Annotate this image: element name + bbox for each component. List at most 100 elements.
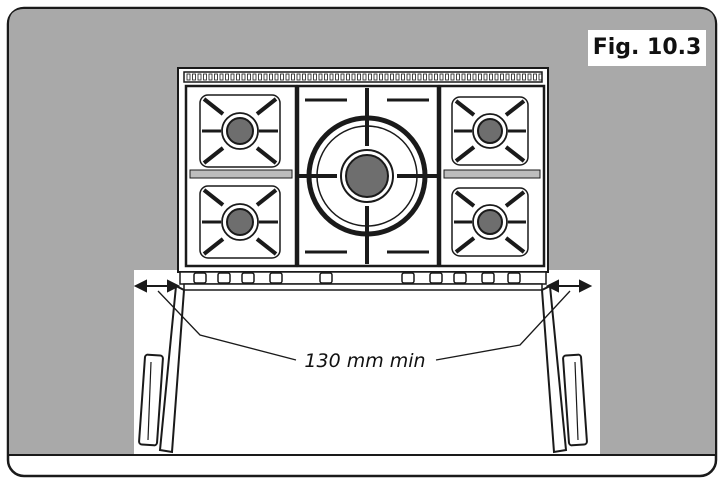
pan-support-arm xyxy=(202,146,225,165)
vent-slot xyxy=(511,73,515,81)
burner-left-rear xyxy=(199,94,281,168)
right-door-handle xyxy=(562,353,588,447)
vent-slot xyxy=(434,73,438,81)
pan-support-arm xyxy=(504,190,526,208)
burner-pan-support xyxy=(451,187,529,257)
vent-slot xyxy=(406,73,411,81)
left-grate-divider xyxy=(189,169,293,179)
pan-support-arm xyxy=(454,99,476,117)
vent-slot xyxy=(384,73,389,81)
vent-slot xyxy=(472,73,477,81)
burner-pan-support xyxy=(199,185,281,259)
vent-slot xyxy=(461,73,466,81)
vent-slot xyxy=(203,73,207,81)
left-handle-inner xyxy=(147,361,152,441)
burners xyxy=(199,88,529,264)
towel-rail xyxy=(183,283,543,291)
left-clearance-arrow xyxy=(133,279,181,293)
vent-slot xyxy=(439,73,444,81)
pan-support-arm xyxy=(454,236,476,254)
vent-slot xyxy=(258,73,262,81)
vent-slot xyxy=(538,73,543,81)
pan-support-arm xyxy=(202,237,225,256)
pan-support-arm xyxy=(255,188,278,207)
figure-label: Fig. 10.3 xyxy=(588,30,706,66)
burner-left-front xyxy=(199,185,281,259)
control-knob xyxy=(319,272,333,284)
left-leader-line xyxy=(157,290,297,361)
vent-slot xyxy=(533,73,537,81)
vent-slot xyxy=(395,73,400,81)
control-knob xyxy=(507,272,521,284)
vent-slot xyxy=(500,73,504,81)
vent-slot xyxy=(527,73,532,81)
vent-slot xyxy=(247,73,251,81)
control-knob xyxy=(193,272,207,284)
control-knob xyxy=(453,272,467,284)
vent-slot xyxy=(335,73,339,81)
burner-cap xyxy=(477,118,503,144)
vent-slot xyxy=(401,73,405,81)
vent-slot xyxy=(324,73,328,81)
vent-slot xyxy=(252,73,257,81)
vent-slot xyxy=(417,73,422,81)
vent-slot xyxy=(483,73,488,81)
vent-slot xyxy=(280,73,284,81)
vent-slot xyxy=(192,73,196,81)
vent-slot xyxy=(357,73,361,81)
vent-slot xyxy=(505,73,510,81)
vent-slot xyxy=(307,73,312,81)
vent-slot xyxy=(456,73,460,81)
vent-slot xyxy=(230,73,235,81)
burner-pan-support xyxy=(451,96,529,166)
vent-slot xyxy=(340,73,345,81)
vent-slot xyxy=(285,73,290,81)
vent-slot xyxy=(236,73,240,81)
burner-center-wok xyxy=(297,88,437,264)
burner-right-front xyxy=(451,187,529,257)
pan-support-arm xyxy=(202,97,225,116)
pan-support-arm xyxy=(255,237,278,256)
left-oven-door xyxy=(158,284,186,454)
vent-slot xyxy=(329,73,334,81)
vent-slot xyxy=(489,73,493,81)
pan-support-arm xyxy=(504,145,526,163)
pan-support-arm xyxy=(454,145,476,163)
vent-slot xyxy=(423,73,427,81)
right-leader-line xyxy=(435,290,571,361)
vent-slot xyxy=(412,73,416,81)
vent-slot xyxy=(450,73,455,81)
control-knob xyxy=(241,272,255,284)
pan-support-arm xyxy=(454,190,476,208)
control-knob xyxy=(217,272,231,284)
burner-cap xyxy=(226,208,254,236)
vent-slot xyxy=(291,73,295,81)
vent-slot xyxy=(362,73,367,81)
right-clearance-arrow xyxy=(545,279,593,293)
vent-slot xyxy=(494,73,499,81)
vent-slot xyxy=(296,73,301,81)
vent-slot xyxy=(516,73,521,81)
vent-slot xyxy=(197,73,202,81)
clearance-dimension-label: 130 mm min xyxy=(304,350,426,372)
pan-support-arm xyxy=(504,99,526,117)
vent-slot xyxy=(318,73,323,81)
vent-slot xyxy=(379,73,383,81)
right-oven-door xyxy=(540,284,568,454)
vent-slot xyxy=(346,73,350,81)
vent-slot xyxy=(522,73,526,81)
burner-cap xyxy=(477,209,503,235)
wok-burner-cap xyxy=(345,154,389,198)
control-knobs xyxy=(193,272,521,284)
burner-cap xyxy=(226,117,254,145)
vent-slot xyxy=(302,73,306,81)
burner-pan-support xyxy=(199,94,281,168)
vent-slot xyxy=(428,73,433,81)
control-knob xyxy=(401,272,415,284)
vent-slot xyxy=(351,73,356,81)
vent-slot xyxy=(219,73,224,81)
vent-slot xyxy=(241,73,246,81)
pan-support-arm xyxy=(504,236,526,254)
burner-right-rear xyxy=(451,96,529,166)
control-knob xyxy=(429,272,443,284)
